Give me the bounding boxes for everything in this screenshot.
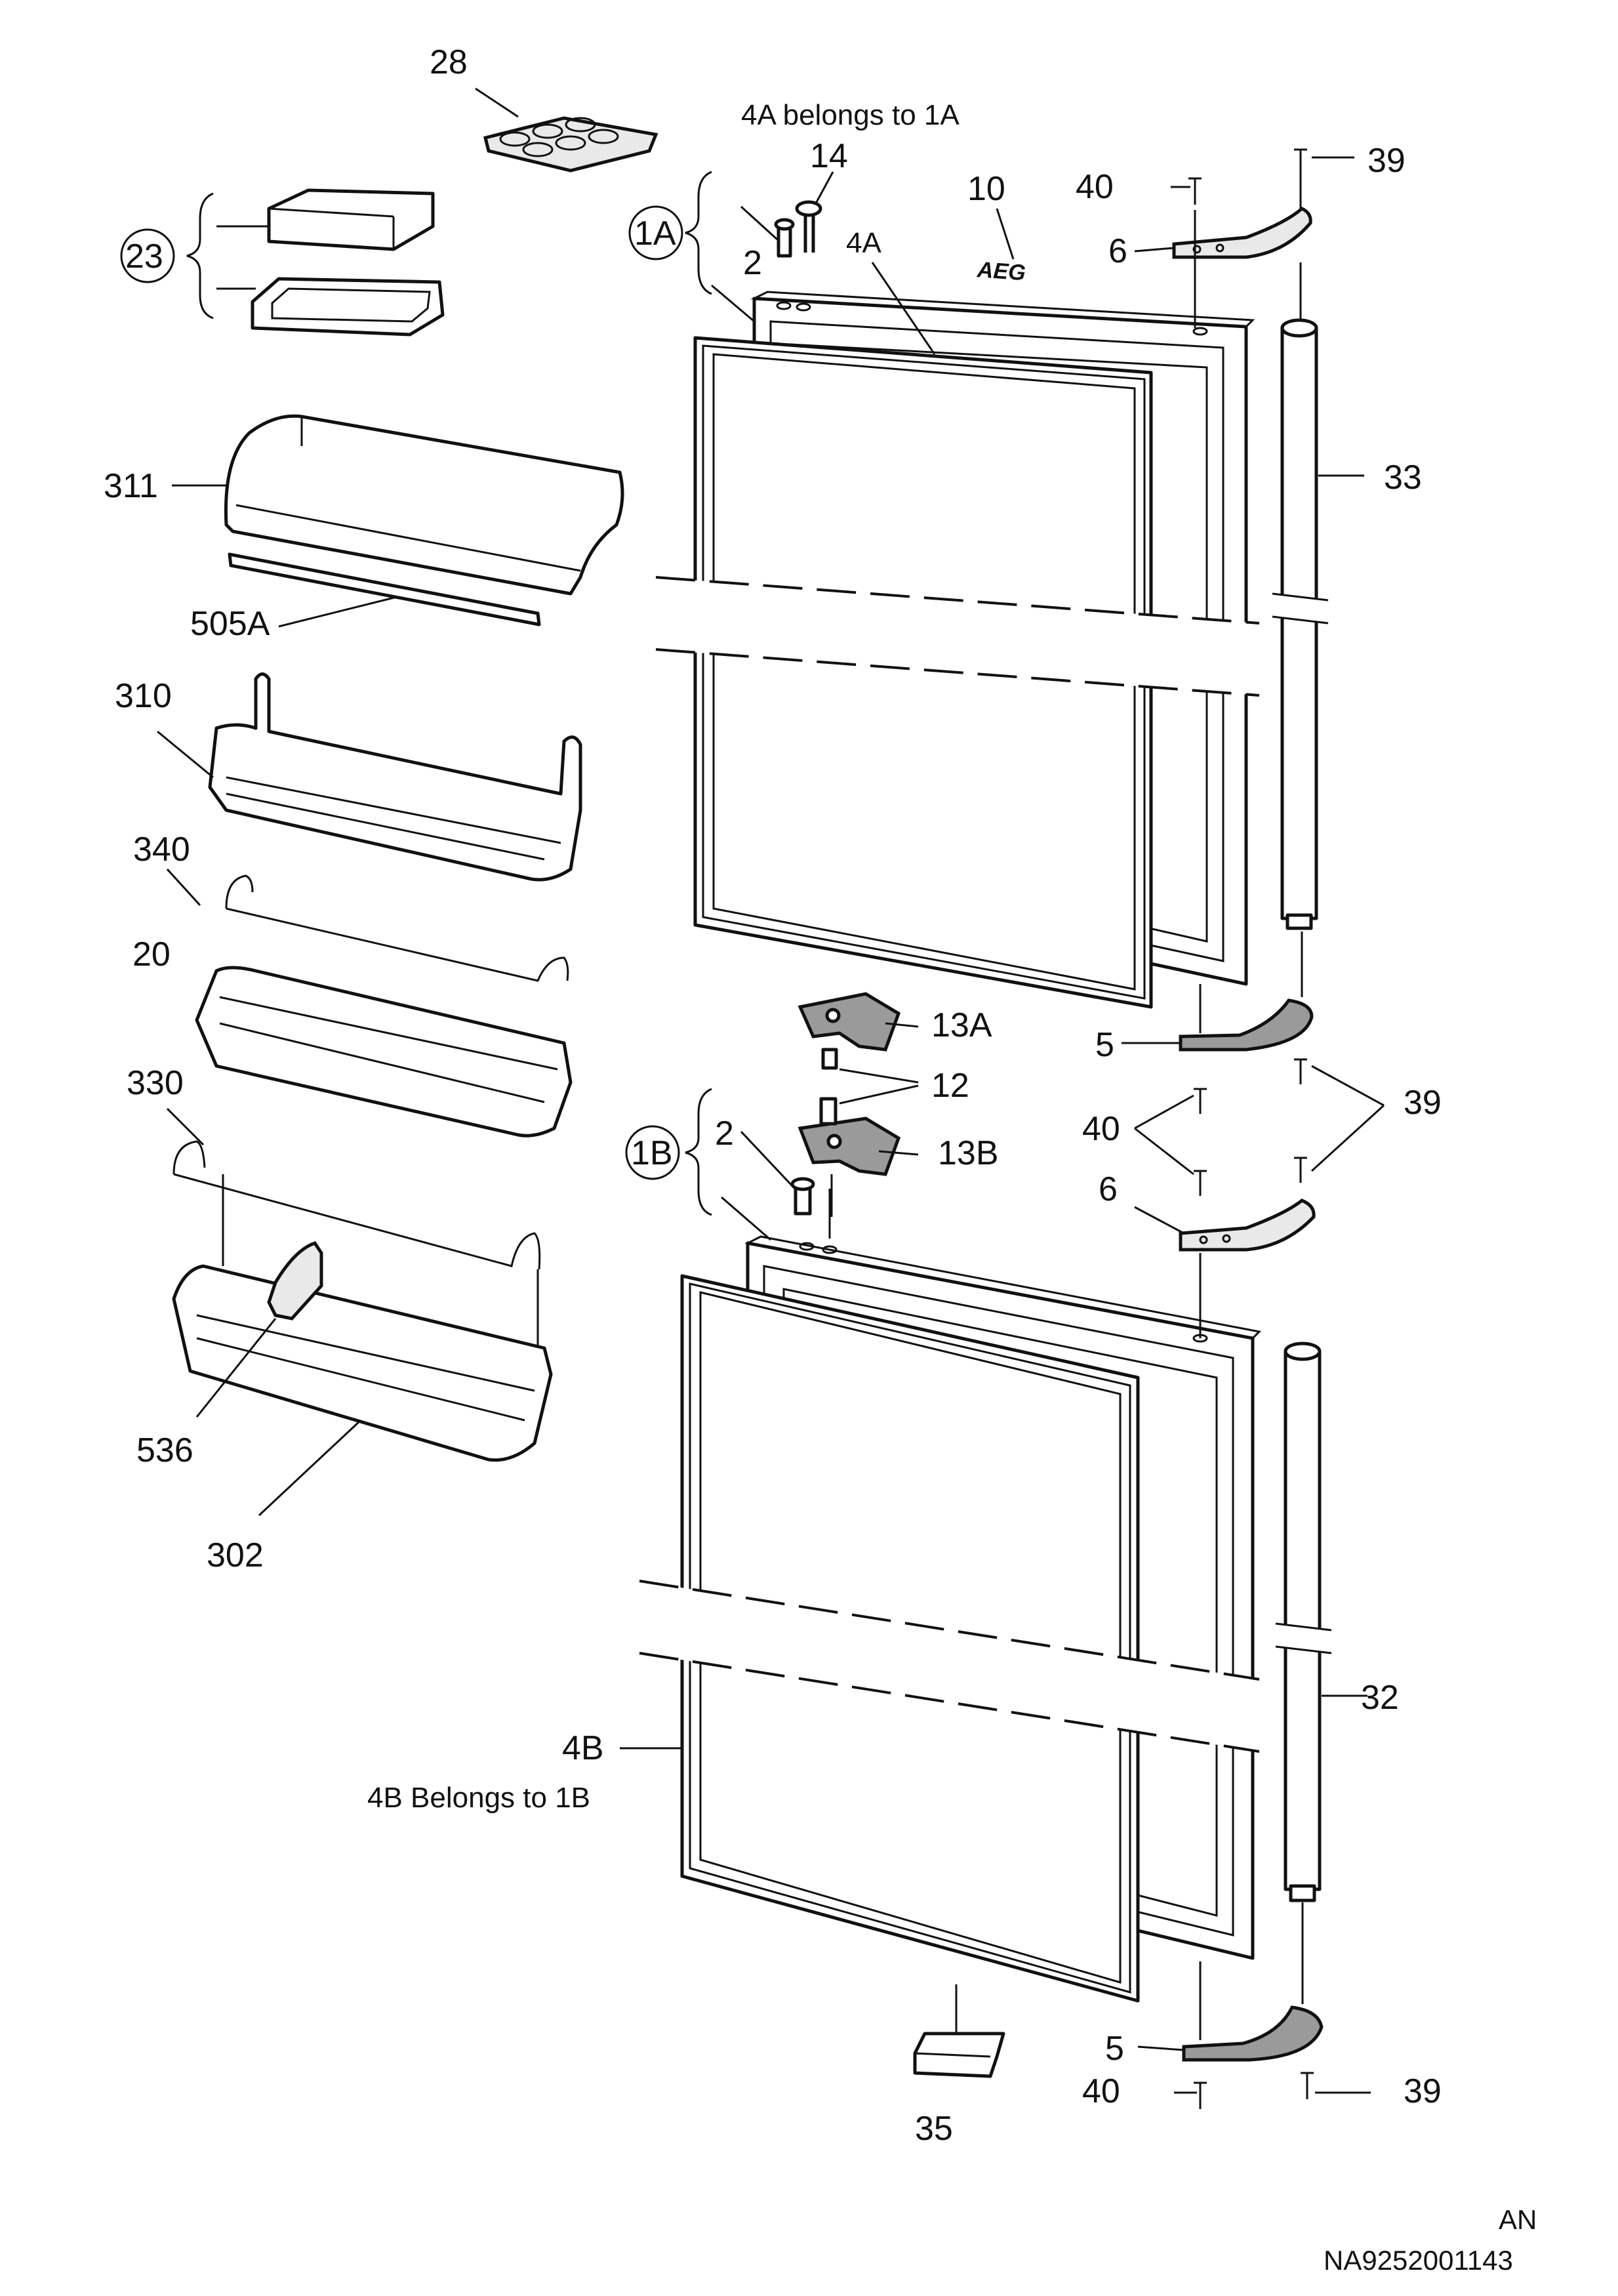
- hinge-13b: [798, 1097, 901, 1217]
- rail-330: [172, 1140, 541, 1351]
- upper-door-1a: AEG: [655, 257, 1260, 1009]
- hinge-bar-33: [1272, 318, 1329, 930]
- label-13a: 13A: [931, 1006, 992, 1044]
- label-2-mid: 2: [715, 1115, 734, 1153]
- dairy-compartment-311: [224, 414, 624, 596]
- label-310: 310: [115, 677, 172, 715]
- document-code: NA9252001143: [1324, 2245, 1513, 2276]
- brace-1a: [685, 171, 712, 295]
- label-12: 12: [931, 1067, 969, 1105]
- code-an: AN: [1499, 2204, 1537, 2235]
- strip-505a: [228, 552, 541, 626]
- note-4b-belongs-1b: 4B Belongs to 1B: [367, 1782, 590, 1814]
- label-505a: 505A: [190, 605, 270, 643]
- hinge-bracket-6-top: [1172, 207, 1312, 259]
- label-302: 302: [207, 1536, 264, 1574]
- label-5-bot: 5: [1105, 2030, 1124, 2068]
- label-40-bot: 40: [1082, 2072, 1120, 2110]
- callout-circle-1b: [625, 1125, 680, 1180]
- note-4a-belongs-1a: 4A belongs to 1A: [741, 99, 960, 131]
- label-1a: 1A: [634, 215, 676, 253]
- label-536: 536: [136, 1431, 193, 1469]
- label-39-mid: 39: [1404, 1084, 1442, 1122]
- label-33: 33: [1384, 459, 1422, 497]
- rail-340: [225, 874, 569, 982]
- label-330: 330: [127, 1064, 184, 1102]
- label-32: 32: [1361, 1679, 1399, 1717]
- label-13b: 13B: [938, 1134, 999, 1172]
- label-2-top: 2: [743, 244, 762, 282]
- label-340: 340: [133, 830, 190, 869]
- door-shelf-302: [172, 1264, 553, 1462]
- label-20: 20: [132, 935, 171, 974]
- pins-top: [774, 200, 822, 258]
- divider-536: [267, 1241, 323, 1321]
- label-1b: 1B: [631, 1134, 673, 1172]
- label-35: 35: [915, 2110, 953, 2148]
- aeg-logo: AEG: [976, 257, 1026, 285]
- hinge-bracket-5-bot: [1182, 2005, 1324, 2062]
- label-10: 10: [967, 170, 1005, 208]
- label-28: 28: [430, 43, 468, 81]
- door-shelf-310: [208, 672, 582, 882]
- label-6-mid: 6: [1099, 1170, 1118, 1208]
- callout-circle-1a: [628, 205, 683, 260]
- hinge-13a: [798, 992, 901, 1070]
- hinge-bar-32: [1275, 1342, 1332, 1902]
- lower-door-1b: [639, 1235, 1262, 2003]
- label-4b: 4B: [562, 1729, 604, 1767]
- label-5-top: 5: [1095, 1026, 1114, 1064]
- clip-35: [913, 1984, 1005, 2078]
- hinge-bracket-6-mid: [1179, 1199, 1316, 1252]
- part-labels: 4A belongs to 1A 28 14 10 40 39 6 1A 2 4…: [104, 43, 1537, 2276]
- gasket-4a: [693, 336, 1153, 1009]
- label-23: 23: [125, 237, 163, 276]
- screws: [1188, 148, 1314, 2109]
- label-14: 14: [810, 137, 848, 175]
- label-40-top: 40: [1076, 168, 1114, 206]
- egg-tray-28: [483, 116, 658, 173]
- pins-mid: [790, 1177, 831, 1239]
- label-40-mid: 40: [1082, 1110, 1120, 1148]
- door-shelf-20: [195, 966, 573, 1138]
- label-39-bot: 39: [1404, 2072, 1442, 2110]
- brace-23: [186, 192, 214, 319]
- brace-1b: [685, 1088, 712, 1216]
- label-4a: 4A: [846, 227, 881, 259]
- label-39-top: 39: [1367, 142, 1406, 180]
- label-311: 311: [104, 467, 158, 505]
- butter-dish-23: [251, 188, 445, 337]
- leader-lines: [157, 87, 1385, 2094]
- callout-circle-23: [120, 228, 175, 283]
- label-6-top: 6: [1108, 232, 1127, 270]
- hinge-bracket-5-top: [1179, 998, 1314, 1052]
